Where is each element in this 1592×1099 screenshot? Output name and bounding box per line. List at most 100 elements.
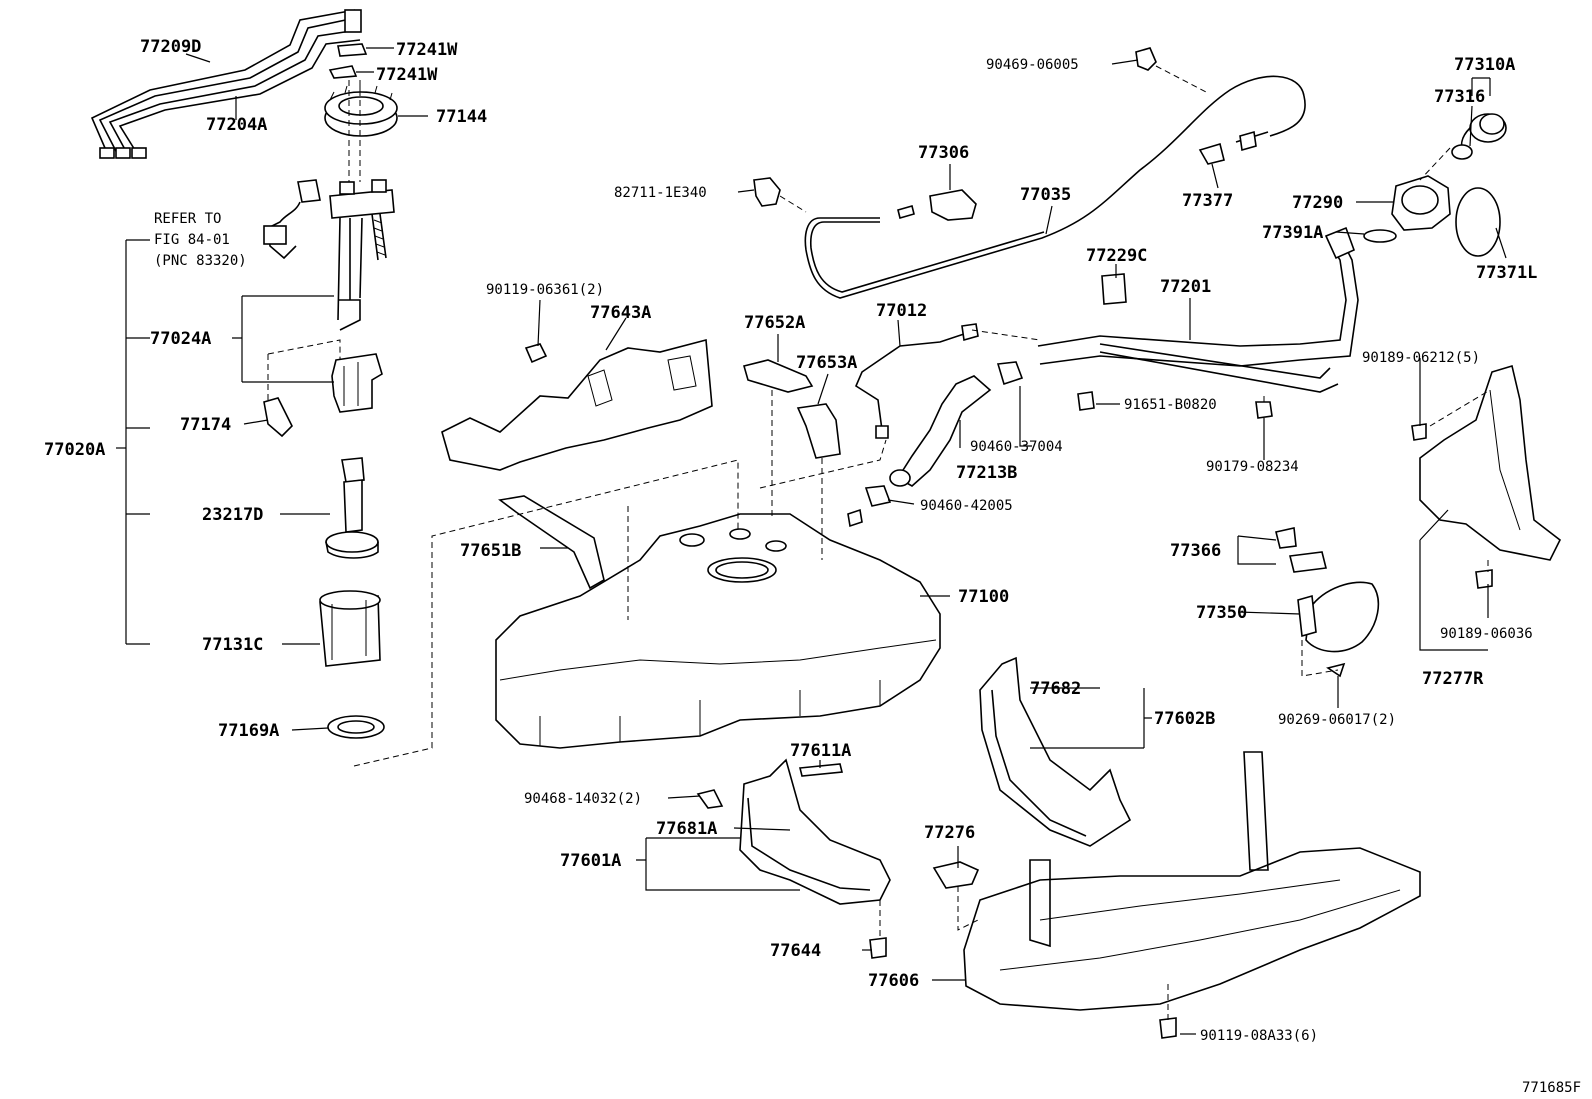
label-90460-42005: 90460-42005 xyxy=(920,498,1013,514)
label-77316: 77316 xyxy=(1434,87,1485,107)
grommet-90469-06005 xyxy=(1135,47,1157,71)
label-77131C: 77131C xyxy=(202,635,263,655)
leader-lines xyxy=(116,47,1507,1035)
label-77204A: 77204A xyxy=(206,115,267,135)
fuel-pump-23217d xyxy=(325,457,379,559)
clip-77174 xyxy=(263,397,293,438)
nut-90179-08234 xyxy=(1255,401,1273,419)
clip-77241w-lower xyxy=(328,65,358,79)
bolt-90119-06361 xyxy=(524,343,548,364)
label-77377: 77377 xyxy=(1182,191,1233,211)
label-77366: 77366 xyxy=(1170,541,1221,561)
label-77391A: 77391A xyxy=(1262,223,1323,243)
fuel-door-77350 xyxy=(1297,581,1380,653)
band-77602b xyxy=(979,656,1132,847)
bolt-77644 xyxy=(869,937,887,959)
fuel-cap-77310a xyxy=(1460,113,1507,157)
label-77277R: 77277R xyxy=(1422,669,1484,689)
label-90460-37004: 90460-37004 xyxy=(970,439,1063,455)
clip-77366 xyxy=(1275,527,1297,549)
label-77682: 77682 xyxy=(1030,679,1081,699)
label-77653A: 77653A xyxy=(796,353,857,373)
label-77276: 77276 xyxy=(924,823,975,843)
label-77310A: 77310A xyxy=(1454,55,1515,75)
refer-note-line1: REFER TO xyxy=(154,211,221,227)
label-77012: 77012 xyxy=(876,301,927,321)
label-77644: 77644 xyxy=(770,941,821,961)
sender-gauge xyxy=(263,179,321,260)
fuel-filter-77131c xyxy=(319,590,381,667)
label-91651-B0820: 91651-B0820 xyxy=(1124,397,1217,413)
label-77652A: 77652A xyxy=(744,313,805,333)
gasket-77316 xyxy=(1451,144,1473,160)
label-77306: 77306 xyxy=(918,143,969,163)
label-77201: 77201 xyxy=(1160,277,1211,297)
pump-holder xyxy=(331,353,383,413)
label-77651B: 77651B xyxy=(460,541,521,561)
label-77681A: 77681A xyxy=(656,819,717,839)
label-77350: 77350 xyxy=(1196,603,1247,623)
filler-inlet-77290 xyxy=(1391,175,1451,231)
clip-77241w-upper xyxy=(337,43,368,57)
label-77241W-upper: 77241W xyxy=(396,40,458,60)
fuel-tank-77100 xyxy=(495,508,941,749)
label-77290: 77290 xyxy=(1292,193,1343,213)
label-77606: 77606 xyxy=(868,971,919,991)
label-77213B: 77213B xyxy=(956,463,1017,483)
cable-end-77377 xyxy=(1198,142,1225,165)
band-77601a xyxy=(739,758,891,905)
fuel-pump-bracket xyxy=(329,179,395,331)
protector-77277r xyxy=(1419,364,1562,561)
label-90469-06005: 90469-06005 xyxy=(986,57,1079,73)
label-77611A: 77611A xyxy=(790,741,851,761)
label-77643A: 77643A xyxy=(590,303,651,323)
ring-77371l xyxy=(1455,187,1501,257)
bolt-91651-b0820 xyxy=(1077,391,1095,411)
fuel-opener-cable-77035 xyxy=(804,75,1306,299)
assembly-dash-lines xyxy=(353,65,1491,1020)
bolt-90119-08a33 xyxy=(1159,1017,1177,1039)
filler-hose-77213b xyxy=(889,375,992,487)
skid-plate-77606 xyxy=(963,751,1421,1011)
part-labels: 77209D 77204A 77241W 77241W 77144 77024A… xyxy=(44,37,1581,1096)
label-77371L: 77371L xyxy=(1476,263,1537,283)
label-77100: 77100 xyxy=(958,587,1009,607)
o-ring-77391a xyxy=(1363,229,1397,243)
label-77144: 77144 xyxy=(436,107,487,127)
label-77169A: 77169A xyxy=(218,721,279,741)
label-82711-1E340: 82711-1E340 xyxy=(614,185,707,201)
filler-pipe-77201 xyxy=(1037,226,1359,393)
label-77602B: 77602B xyxy=(1154,709,1215,729)
bolt-90189-06212 xyxy=(1411,423,1427,441)
bolt-77611a xyxy=(798,763,844,777)
gasket-77169a xyxy=(327,715,385,739)
refer-note-line3: (PNC 83320) xyxy=(154,253,247,269)
label-90189-06036: 90189-06036 xyxy=(1440,626,1533,642)
label-77035: 77035 xyxy=(1020,185,1071,205)
band-77651b xyxy=(498,495,605,590)
label-90119-08A33: 90119-08A33(6) xyxy=(1200,1028,1318,1044)
clip-90468-14032 xyxy=(696,789,724,809)
refer-note-line2: FIG 84-01 xyxy=(154,232,230,248)
figure-code: 771685F xyxy=(1522,1080,1581,1096)
clamp-90460-42005 xyxy=(864,485,892,507)
label-90468-14032: 90468-14032(2) xyxy=(524,791,642,807)
label-90189-06212: 90189-06212(5) xyxy=(1362,350,1480,366)
label-90119-06361: 90119-06361(2) xyxy=(486,282,604,298)
lock-77306 xyxy=(929,189,977,221)
clamp-90460-37004 xyxy=(996,361,1024,386)
label-77229C: 77229C xyxy=(1086,246,1147,266)
protector-77643a xyxy=(441,338,713,471)
label-77209D: 77209D xyxy=(140,37,201,57)
label-90179-08234: 90179-08234 xyxy=(1206,459,1299,475)
bolt-90189-06036 xyxy=(1475,569,1493,589)
label-90269-06017: 90269-06017(2) xyxy=(1278,712,1396,728)
bracket-77276 xyxy=(932,861,980,889)
retainer-ring-77144 xyxy=(324,85,398,137)
clamp-82711-1e340 xyxy=(753,177,781,207)
pad-77653a xyxy=(796,403,841,459)
pad-77652a xyxy=(743,359,814,393)
label-77174: 77174 xyxy=(180,415,231,435)
label-77241W-lower: 77241W xyxy=(376,65,438,85)
